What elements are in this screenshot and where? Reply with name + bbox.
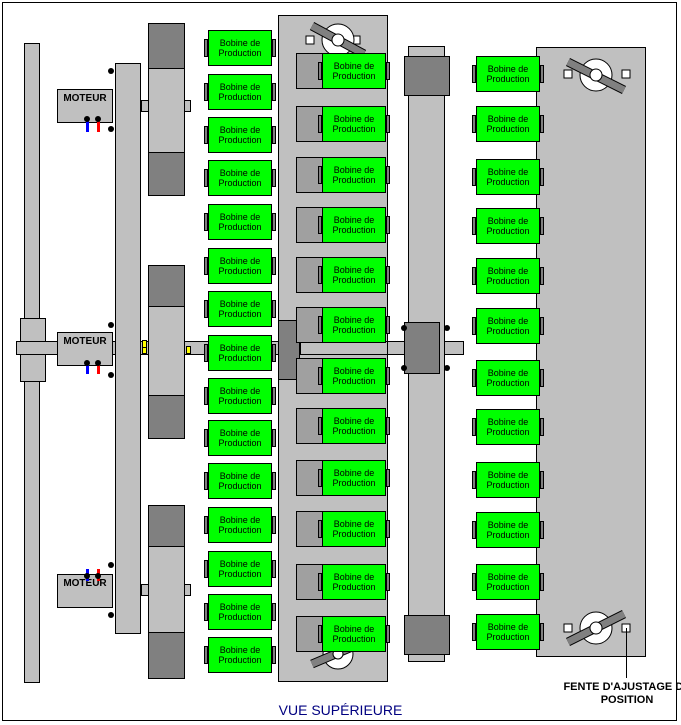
coil: Bobine de Production bbox=[472, 258, 546, 294]
coil: Bobine de Production bbox=[204, 378, 278, 414]
coil: Bobine de Production bbox=[318, 358, 392, 394]
coil: Bobine de Production bbox=[204, 204, 278, 240]
slot-callout: FENTE D'AJUSTAGE DE POSITION bbox=[563, 681, 681, 706]
coil: Bobine de Production bbox=[204, 594, 278, 630]
coil: Bobine de Production bbox=[472, 106, 546, 142]
coil: Bobine de Production bbox=[472, 56, 546, 92]
coil: Bobine de Production bbox=[318, 257, 392, 293]
adjustment-plate bbox=[536, 47, 646, 657]
coil: Bobine de Production bbox=[204, 117, 278, 153]
coil: Bobine de Production bbox=[318, 207, 392, 243]
coil: Bobine de Production bbox=[318, 564, 392, 600]
coil: Bobine de Production bbox=[318, 408, 392, 444]
coil: Bobine de Production bbox=[472, 360, 546, 396]
coil: Bobine de Production bbox=[318, 53, 392, 89]
motor-2-label: MOTEUR bbox=[63, 336, 107, 347]
diagram-title: VUE SUPÉRIEURE bbox=[278, 702, 403, 718]
slot-leader-line bbox=[626, 628, 627, 678]
top-adjust-screw bbox=[305, 22, 367, 58]
coil: Bobine de Production bbox=[204, 74, 278, 110]
coil: Bobine de Production bbox=[472, 512, 546, 548]
coil: Bobine de Production bbox=[318, 157, 392, 193]
coil: Bobine de Production bbox=[204, 507, 278, 543]
coil: Bobine de Production bbox=[204, 637, 278, 673]
coil: Bobine de Production bbox=[318, 307, 392, 343]
coil: Bobine de Production bbox=[204, 463, 278, 499]
coil: Bobine de Production bbox=[204, 551, 278, 587]
coil: Bobine de Production bbox=[318, 616, 392, 652]
coil: Bobine de Production bbox=[318, 511, 392, 547]
coil: Bobine de Production bbox=[204, 335, 278, 371]
right-bottom-adjust-screw bbox=[563, 609, 631, 647]
coil: Bobine de Production bbox=[472, 308, 546, 344]
coil: Bobine de Production bbox=[318, 106, 392, 142]
motor-3: MOTEUR bbox=[57, 574, 113, 608]
motor-mount-plate bbox=[115, 63, 141, 634]
coil: Bobine de Production bbox=[472, 159, 546, 195]
coil: Bobine de Production bbox=[204, 291, 278, 327]
right-top-adjust-screw bbox=[563, 57, 631, 95]
coil: Bobine de Production bbox=[204, 160, 278, 196]
coil: Bobine de Production bbox=[472, 409, 546, 445]
coil: Bobine de Production bbox=[472, 208, 546, 244]
coil: Bobine de Production bbox=[472, 462, 546, 498]
coil: Bobine de Production bbox=[472, 614, 546, 650]
motor-3-label: MOTEUR bbox=[63, 578, 107, 589]
coil: Bobine de Production bbox=[204, 420, 278, 456]
coil: Bobine de Production bbox=[318, 460, 392, 496]
coil: Bobine de Production bbox=[472, 564, 546, 600]
coil: Bobine de Production bbox=[204, 248, 278, 284]
motor-1-label: MOTEUR bbox=[63, 93, 107, 104]
coil: Bobine de Production bbox=[204, 30, 278, 66]
